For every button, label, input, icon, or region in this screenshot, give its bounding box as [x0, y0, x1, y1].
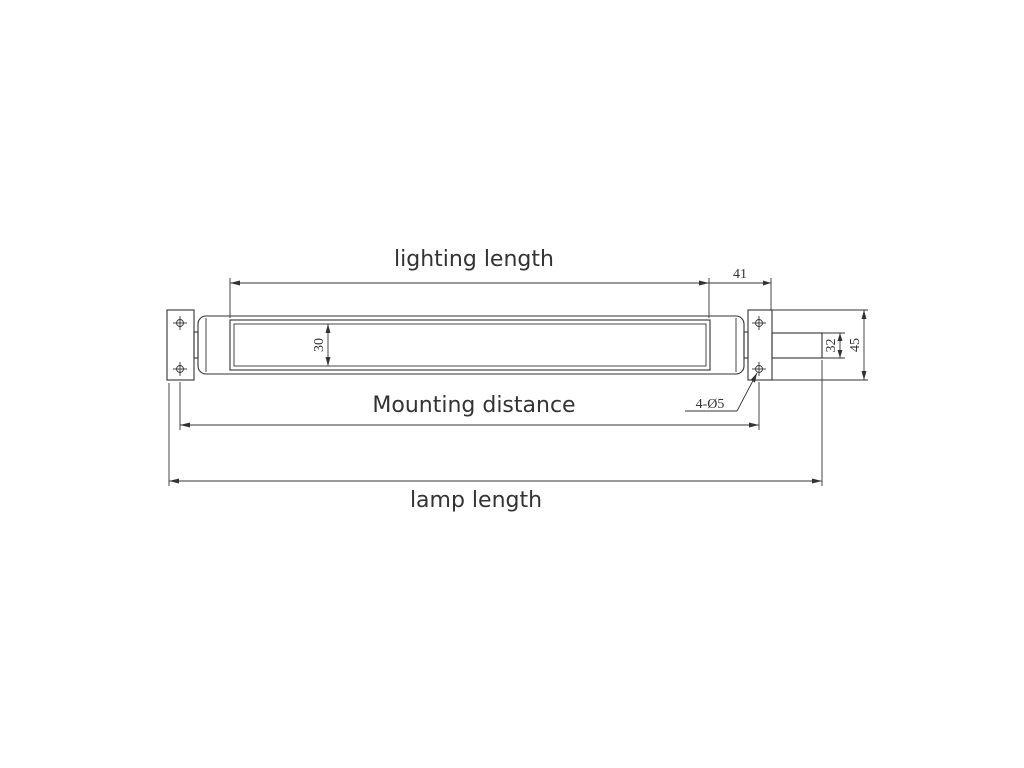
dimension-41-label: 41 [733, 267, 747, 282]
lighting-length-dimension [229, 278, 710, 318]
dimension-32-label: 32 [824, 339, 839, 353]
lamp-length-label: lamp length [410, 488, 542, 513]
mounting-hole-bottom-left [173, 362, 187, 376]
lighting-length-label: lighting length [394, 247, 554, 272]
dimension-45 [772, 309, 868, 381]
dimension-41 [709, 278, 772, 310]
cable-connector [771, 332, 823, 359]
hole-spec-label: 4-Ø5 [696, 397, 725, 412]
dimension-30 [325, 324, 331, 366]
mounting-hole-top-right [752, 316, 766, 330]
lamp-length-dimension [168, 360, 823, 486]
mounting-hole-top-left [173, 316, 187, 330]
dimension-45-label: 45 [848, 338, 863, 352]
left-mounting-bracket [166, 309, 195, 381]
lighting-window [229, 319, 711, 371]
mounting-distance-label: Mounting distance [372, 393, 575, 418]
lamp-housing [193, 315, 749, 375]
right-mounting-bracket [747, 309, 773, 381]
mounting-distance-dimension [179, 382, 760, 430]
mounting-hole-bottom-right [752, 362, 766, 376]
hole-callout-leader [685, 372, 758, 412]
dimension-32 [822, 332, 845, 359]
dimension-30-label: 30 [312, 338, 327, 352]
